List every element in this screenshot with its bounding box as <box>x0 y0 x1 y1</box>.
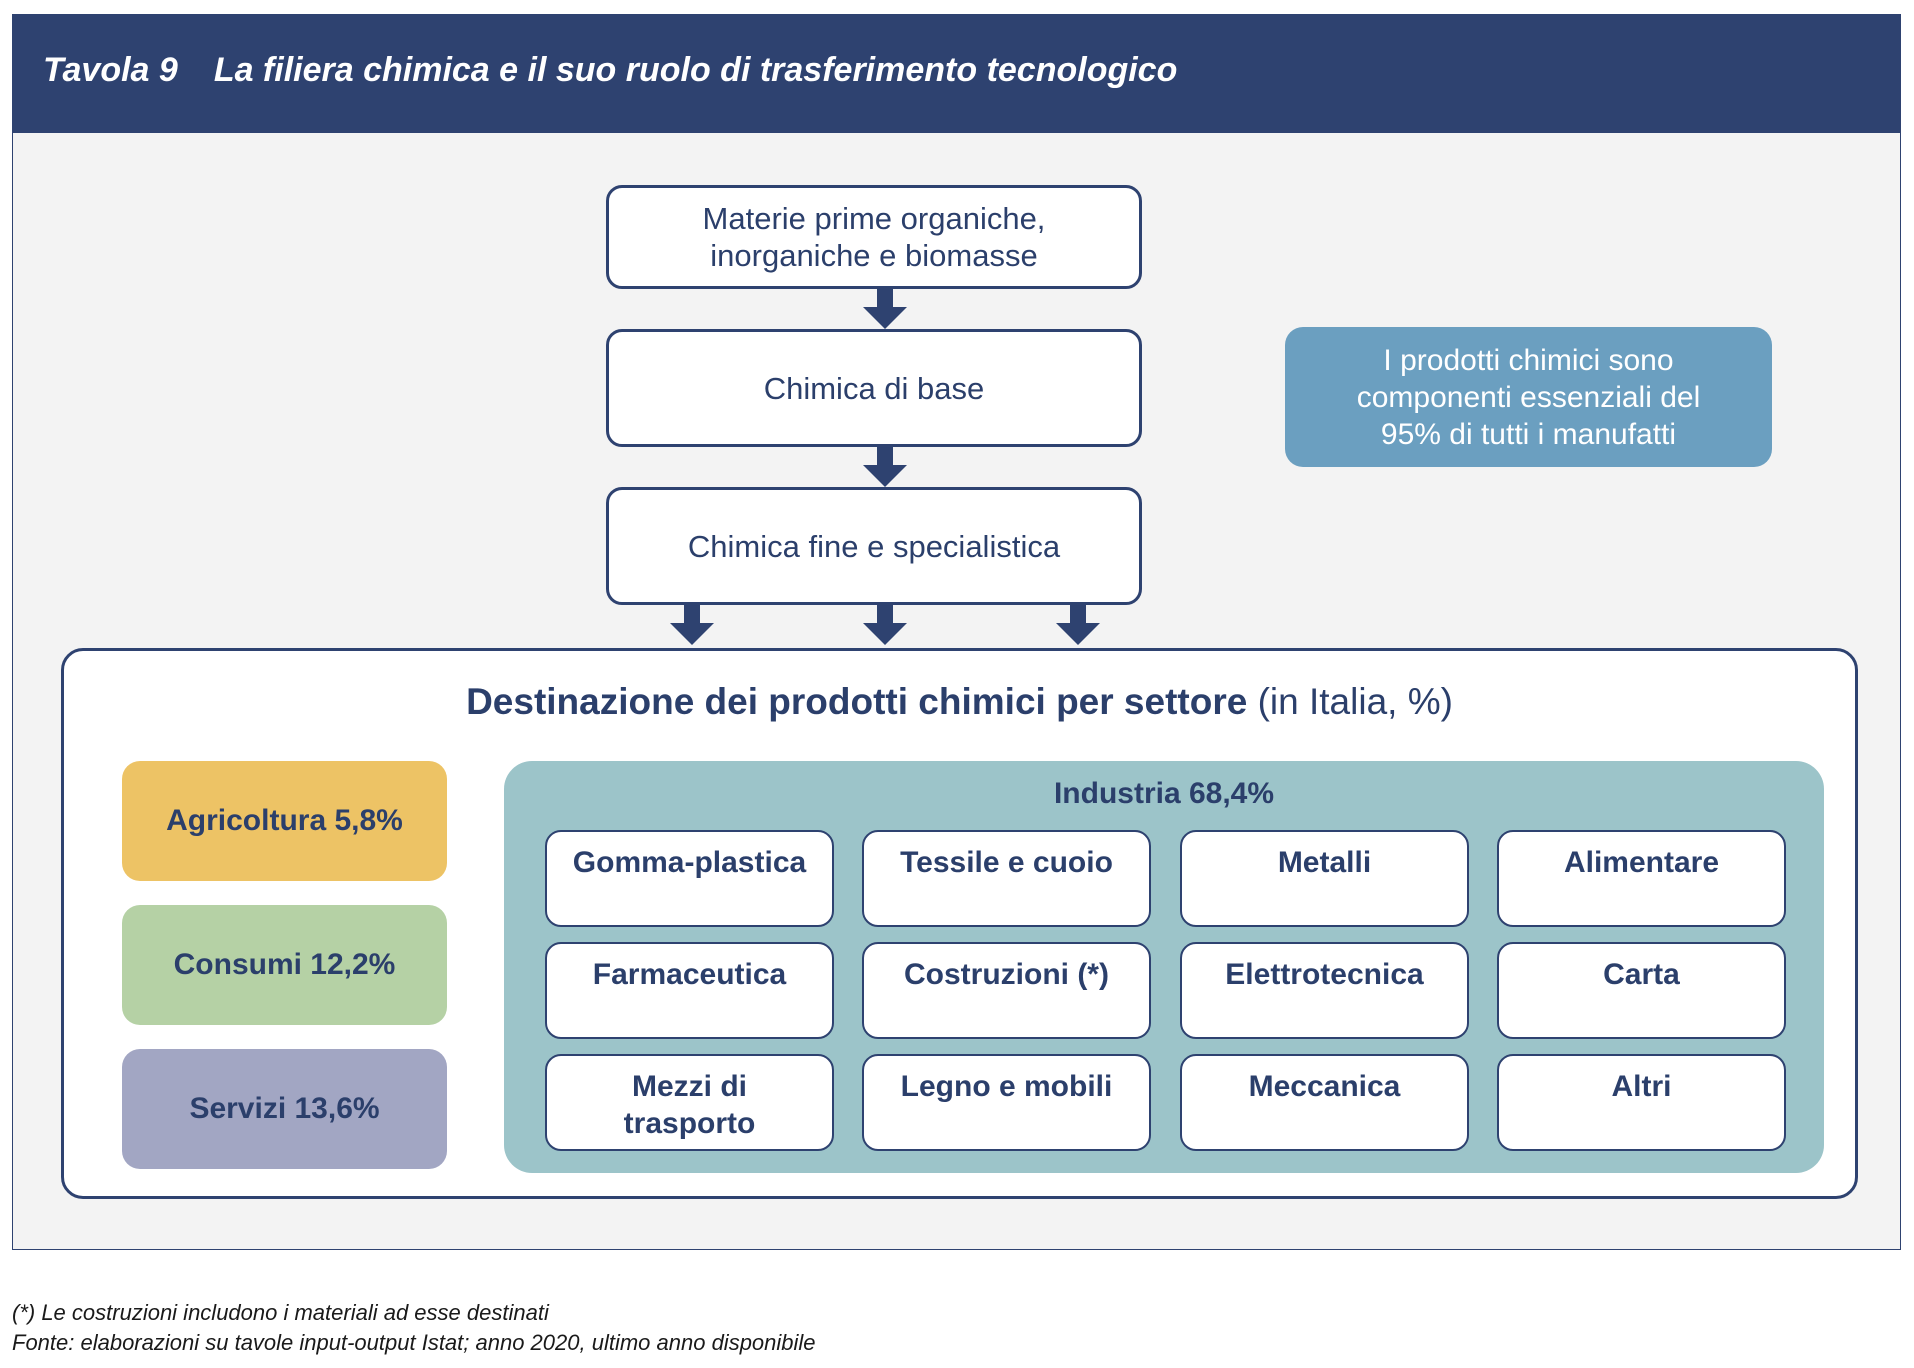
note-callout: I prodotti chimici sono componenti essen… <box>1285 327 1772 467</box>
destination-title: Destinazione dei prodotti chimici per se… <box>64 681 1855 723</box>
flow-step-fine-chemistry: Chimica fine e specialistica <box>606 487 1142 605</box>
footnote-note: (*) Le costruzioni includono i materiali… <box>12 1300 549 1325</box>
industry-cell-line1: Tessile e cuoio <box>900 846 1113 879</box>
industry-cell-line1: Altri <box>1611 1070 1672 1103</box>
flow-step-fine-chemistry-label: Chimica fine e specialistica <box>687 528 1061 564</box>
sector-agricoltura-label: Agricoltura 5,8% <box>166 804 403 837</box>
figure-header: Tavola 9 La filiera chimica e il suo ruol… <box>13 15 1900 133</box>
note-line1: I prodotti chimici sono <box>1383 343 1674 377</box>
arrow-down-icon <box>670 605 714 645</box>
destination-title-suffix: (in Italia, %) <box>1257 681 1453 722</box>
industry-box: Industria 68,4% Gomma-plastica Tessile e … <box>504 761 1824 1173</box>
industry-cell: Tessile e cuoio <box>862 830 1151 927</box>
industry-cell-line1: Legno e mobili <box>900 1070 1113 1103</box>
flow-step-basic-chemistry-label: Chimica di base <box>763 370 985 406</box>
arrow-down-icon <box>863 447 907 487</box>
sector-servizi: Servizi 13,6% <box>122 1049 447 1169</box>
arrow-down-icon <box>863 605 907 645</box>
note-line2: componenti essenziali del <box>1356 380 1701 414</box>
industry-title: Industria 68,4% <box>1053 777 1275 810</box>
industry-cell-line1: Metalli <box>1277 846 1372 879</box>
flow-step-raw-materials-line2: inorganiche e biomasse <box>710 238 1038 273</box>
figure-panel: Tavola 9 La filiera chimica e il suo ruol… <box>12 14 1901 1250</box>
industry-cell: Mezzi di trasporto <box>545 1054 834 1151</box>
industry-cell: Altri <box>1497 1054 1786 1151</box>
arrow-down-icon <box>863 289 907 329</box>
sector-consumi-label: Consumi 12,2% <box>173 948 396 981</box>
industry-cell-line1: Elettrotecnica <box>1225 958 1424 991</box>
flow-step-basic-chemistry: Chimica di base <box>606 329 1142 447</box>
industry-cell: Meccanica <box>1180 1054 1469 1151</box>
industry-cell-line1: Carta <box>1603 958 1680 991</box>
industry-cell: Costruzioni (*) <box>862 942 1151 1039</box>
figure-title-text: La filiera chimica e il suo ruolo di tra… <box>213 51 1178 89</box>
sector-servizi-label: Servizi 13,6% <box>189 1092 380 1125</box>
arrow-down-icon <box>1056 605 1100 645</box>
sector-consumi: Consumi 12,2% <box>122 905 447 1025</box>
destination-title-main: Destinazione dei prodotti chimici per se… <box>466 681 1248 722</box>
industry-cell: Legno e mobili <box>862 1054 1151 1151</box>
figure-title: Tavola 9 La filiera chimica e il suo ruol… <box>43 51 1177 90</box>
industry-cell: Gomma-plastica <box>545 830 834 927</box>
flow-step-raw-materials: Materie prime organiche, inorganiche e b… <box>606 185 1142 289</box>
footnote-source: Fonte: elaborazioni su tavole input-outp… <box>12 1330 816 1355</box>
industry-cell: Carta <box>1497 942 1786 1039</box>
note-line3: 95% di tutti i manufatti <box>1380 417 1677 451</box>
flow-step-raw-materials-line1: Materie prime organiche, <box>702 201 1046 236</box>
industry-cell: Farmaceutica <box>545 942 834 1039</box>
sector-agricoltura: Agricoltura 5,8% <box>122 761 447 881</box>
industry-cell-line1: Farmaceutica <box>592 958 787 991</box>
industry-cell-line1: Mezzi di <box>631 1070 747 1103</box>
industry-cell: Alimentare <box>1497 830 1786 927</box>
industry-cell: Metalli <box>1180 830 1469 927</box>
industry-cell-line1: Costruzioni (*) <box>904 958 1109 991</box>
industry-cell-line1: Gomma-plastica <box>572 846 807 879</box>
destination-box: Destinazione dei prodotti chimici per se… <box>61 648 1858 1199</box>
industry-cell-line2: trasporto <box>623 1107 756 1140</box>
industry-cell: Elettrotecnica <box>1180 942 1469 1039</box>
industry-cell-line1: Alimentare <box>1563 846 1720 879</box>
industry-cell-line1: Meccanica <box>1248 1070 1401 1103</box>
figure-number: Tavola 9 <box>43 51 178 89</box>
